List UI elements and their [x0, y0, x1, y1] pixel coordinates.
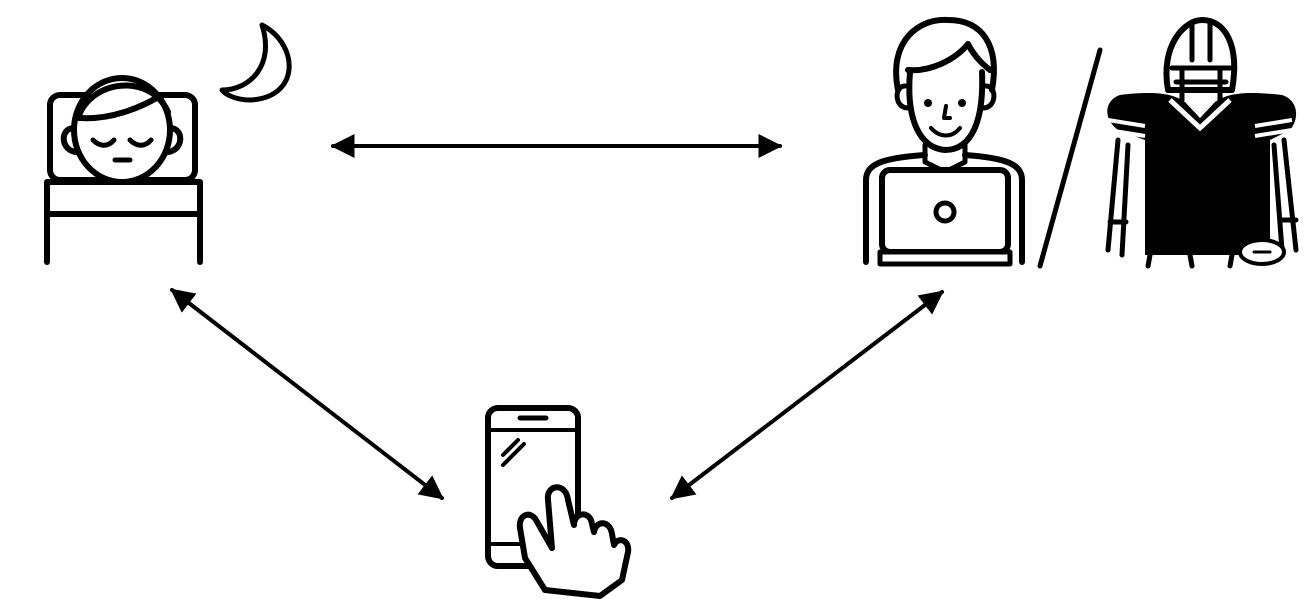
- sleeping-person-in-bed-icon: [44, 75, 203, 265]
- arrow-work-phone: [670, 290, 944, 500]
- slash-separator: [1037, 47, 1103, 269]
- american-football-player-icon: [1105, 17, 1299, 269]
- arrow-sleep-phone: [170, 288, 444, 500]
- arrows: [170, 134, 944, 500]
- crescent-moon-icon: [219, 22, 292, 103]
- hand-tapping-smartphone-icon: [485, 405, 632, 599]
- person-at-laptop-icon: [863, 16, 1025, 267]
